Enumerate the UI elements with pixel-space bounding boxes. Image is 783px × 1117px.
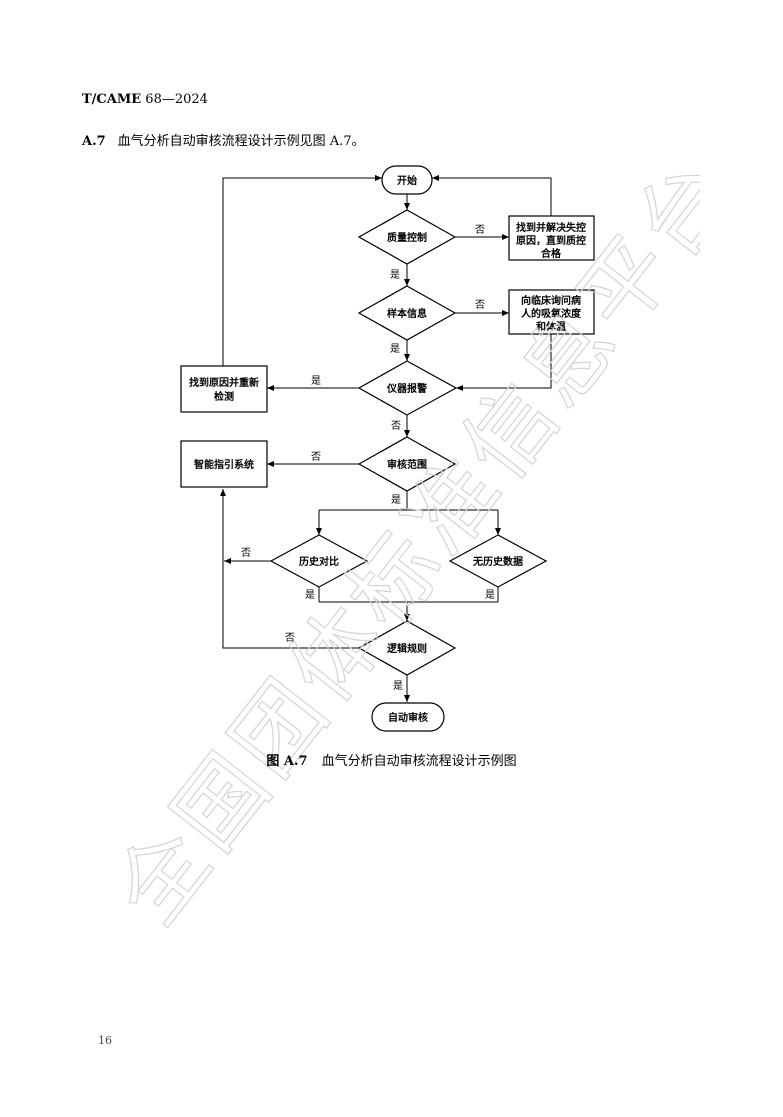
qc-yes-label: 是: [390, 269, 400, 281]
nohistory-yes-label: 是: [485, 589, 495, 601]
ask-line-1: 向临床询问病: [521, 294, 581, 307]
logic-label: 逻辑规则: [387, 642, 427, 655]
smart-guide-label: 智能指引系统: [194, 458, 254, 471]
range-no-label: 否: [311, 451, 321, 463]
recheck-box: [180, 365, 268, 413]
start-node: [381, 165, 433, 195]
edge-fix-start: [432, 175, 552, 216]
edge-recheck-start: [222, 175, 382, 366]
auto-review-label: 自动审核: [388, 711, 428, 724]
ask-line-2: 人的吸氧浓度: [521, 307, 582, 320]
logic-decision: [357, 620, 457, 676]
alarm-decision: [357, 360, 458, 416]
alarm-no-label: 否: [391, 420, 401, 432]
range-label: 审核范围: [387, 458, 427, 471]
sample-no-label: 否: [475, 299, 485, 311]
standard-code: T/CAME: [82, 92, 142, 107]
qc-label: 质量控制: [387, 231, 427, 244]
figure-number: 图 A.7: [266, 754, 308, 769]
history-decision: [269, 534, 369, 588]
history-label: 历史对比: [299, 555, 339, 568]
ask-line-3: 和体温: [535, 320, 566, 333]
qc-no-label: 否: [475, 224, 485, 236]
edge-logic-smart: [220, 489, 359, 649]
sample-decision: [357, 285, 457, 341]
node-labels: 开始 质量控制 找到并解决失控 原因，直到质控 合格 样本信息 向临床询问病 人…: [189, 174, 586, 724]
intro-paragraph: A.7 血气分析自动审核流程设计示例见图 A.7。: [82, 130, 365, 149]
recheck-line-2: 检测: [214, 390, 234, 403]
sample-label: 样本信息: [387, 307, 427, 320]
connectors: [220, 175, 552, 702]
intro-text: 血气分析自动审核流程设计示例见图 A.7。: [117, 134, 365, 149]
start-label: 开始: [397, 174, 417, 187]
range-yes-label: 是: [391, 494, 401, 506]
history-yes-label: 是: [305, 589, 315, 601]
qc-fix-line-2: 原因，直到质控: [516, 234, 586, 247]
standard-number: 68—2024: [145, 92, 208, 107]
edge-labels: 否 是 否 是 是 否 否 是 否 是 是 否 是: [241, 224, 495, 692]
section-number: A.7: [82, 134, 106, 149]
nodes: [180, 165, 595, 732]
qc-decision: [357, 209, 457, 265]
recheck-line-1: 找到原因并重新: [189, 376, 259, 389]
range-decision: [357, 436, 457, 492]
figure-caption: 图 A.7 血气分析自动审核流程设计示例图: [0, 750, 783, 769]
page-header: T/CAME 68—2024: [82, 92, 208, 107]
figure-title: 血气分析自动审核流程设计示例图: [321, 754, 517, 769]
history-no-label: 否: [241, 547, 251, 559]
ask-box: [508, 289, 595, 335]
nohistory-label: 无历史数据: [472, 555, 523, 568]
auto-review-node: [371, 702, 445, 732]
qc-fix-box: [508, 215, 595, 261]
logic-yes-label: 是: [393, 680, 403, 692]
alarm-label: 仪器报警: [386, 382, 427, 395]
qc-fix-line-3: 合格: [540, 247, 562, 260]
page-number: 16: [98, 1034, 112, 1047]
alarm-yes-label: 是: [311, 375, 321, 387]
qc-fix-line-1: 找到并解决失控: [516, 221, 586, 234]
smart-guide-box: [180, 440, 268, 488]
logic-no-label: 否: [285, 632, 295, 644]
sample-yes-label: 是: [390, 343, 400, 355]
nohistory-decision: [448, 534, 548, 588]
edge-ask-alarm: [456, 334, 552, 391]
